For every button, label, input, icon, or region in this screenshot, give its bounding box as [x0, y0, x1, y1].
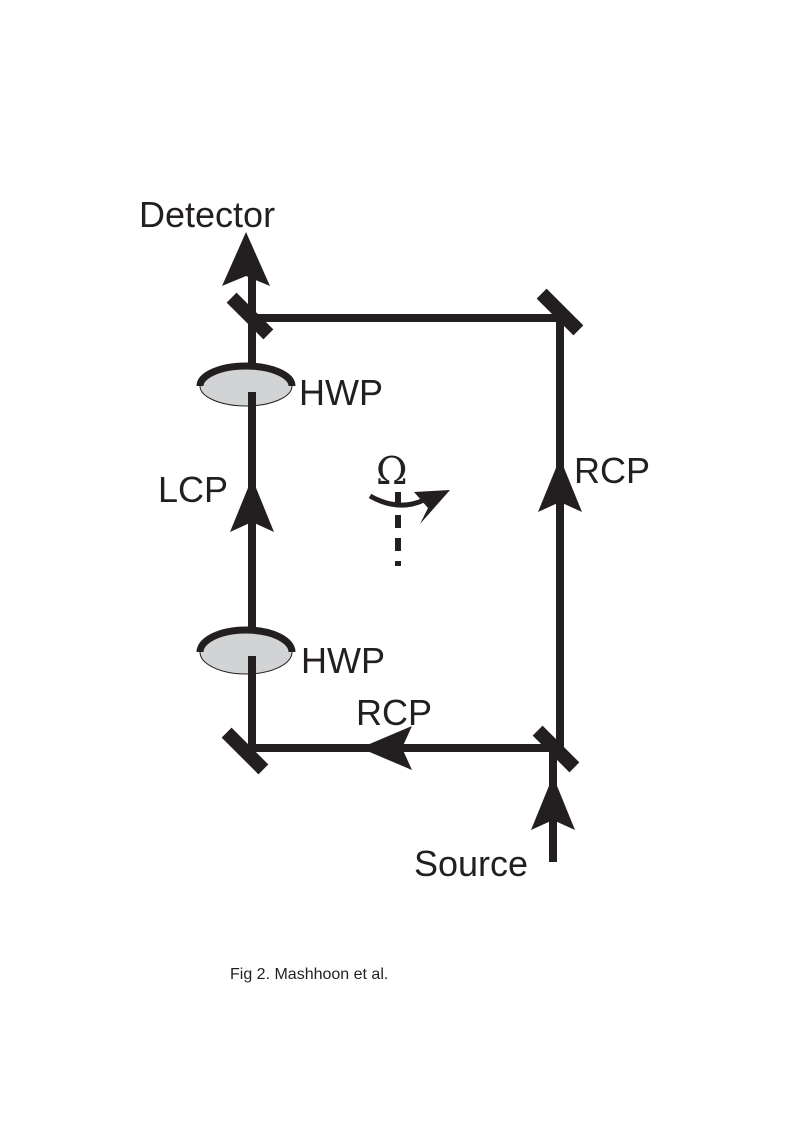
beamsplitter-bottom-right: [532, 725, 580, 773]
rotation-arc: [368, 493, 426, 508]
mirrors: [221, 288, 584, 775]
arrowheads: [222, 232, 582, 830]
omega-label: Ω: [376, 449, 408, 493]
waveplate-bottom-rim: [196, 626, 296, 653]
hwp-bottom-label: HWP: [301, 640, 385, 681]
hwp-top-label: HWP: [299, 372, 383, 413]
waveplate-top-rim: [196, 362, 296, 387]
arrow-detector-up-icon: [222, 232, 270, 286]
arrow-rcp-right-up-icon: [538, 458, 582, 512]
arrow-lcp-up-icon: [230, 478, 274, 532]
mirror-bottom-left: [221, 727, 269, 775]
waveplate-top: [196, 362, 296, 412]
lcp-label: LCP: [158, 469, 228, 510]
figure-caption: Fig 2. Mashhoon et al.: [230, 966, 388, 983]
source-label: Source: [414, 843, 528, 884]
mirror-top-right: [536, 288, 584, 336]
detector-label: Detector: [139, 194, 275, 235]
rotation-arrow-icon: [414, 490, 450, 524]
waveplate-bottom: [196, 626, 296, 676]
rotation-symbol: Ω: [368, 449, 450, 566]
beam-paths: [248, 258, 564, 862]
arrow-rcp-bottom-left-icon: [360, 726, 412, 770]
rcp-right-label: RCP: [574, 450, 650, 491]
arrow-source-up-icon: [531, 776, 575, 830]
rcp-bottom-label: RCP: [356, 692, 432, 733]
mirror-top-left: [226, 292, 274, 340]
